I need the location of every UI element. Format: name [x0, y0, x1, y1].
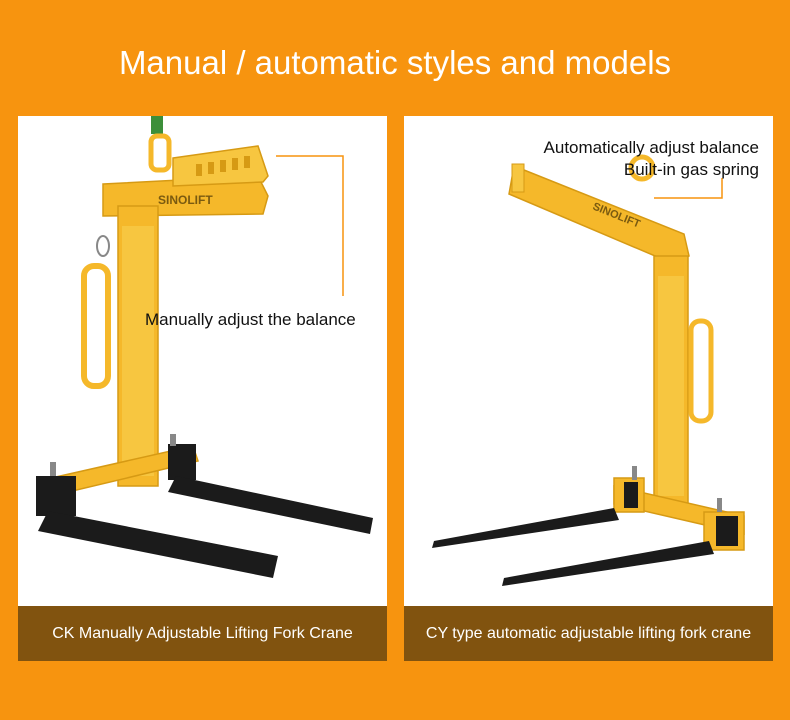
left-caption: CK Manually Adjustable Lifting Fork Cran…: [18, 606, 387, 661]
left-annotation: Manually adjust the balance: [145, 310, 356, 329]
right-annotation-line2: Built-in gas spring: [623, 160, 759, 179]
cy-product-panel: SINOLIFT Automatically adjust balance Bu…: [404, 116, 773, 606]
right-annotation-line1: Automatically adjust balance: [543, 138, 759, 157]
right-caption: CY type automatic adjustable lifting for…: [404, 606, 773, 661]
page-title: Manual / automatic styles and models: [118, 44, 672, 81]
cy-fork-crane-illustration: SINOLIFT: [432, 154, 745, 586]
ck-product-panel: SINOLIFT Manually adjust the balance: [18, 116, 387, 606]
ck-fork-crane-illustration: SINOLIFT: [36, 116, 373, 578]
left-callout-line: [276, 155, 344, 296]
left-brand-label: SINOLIFT: [158, 193, 213, 207]
right-callout-line: [654, 178, 723, 199]
